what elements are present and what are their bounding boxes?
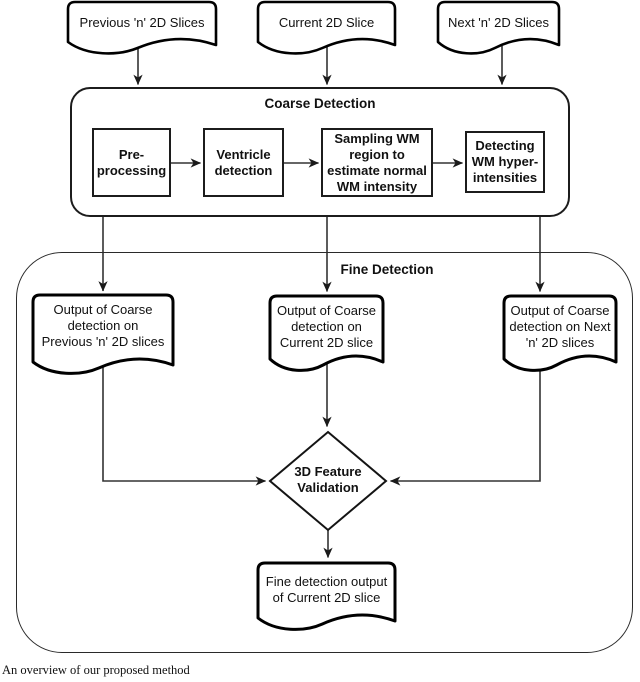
input-doc-next-label: Next 'n' 2D Slices xyxy=(447,14,550,30)
document-shape-input-current xyxy=(256,0,397,55)
output-doc-next-label: Output of Coarse detection on Next 'n' 2… xyxy=(509,303,611,350)
document-shape-final-result xyxy=(256,561,397,631)
fine-detection-title: Fine Detection xyxy=(340,262,434,277)
connectors xyxy=(98,46,545,559)
input-doc-current-label: Current 2D Slice xyxy=(278,14,375,30)
document-shape-input-next xyxy=(436,0,561,55)
validation-diamond-label: 3D Feature Validation xyxy=(294,464,362,495)
document-shape-output-next xyxy=(502,294,618,372)
step-ventricle-detection: Ventricle detection xyxy=(203,128,284,197)
document-shape-input-previous xyxy=(66,0,218,55)
output-doc-previous-label: Output of Coarse detection on Previous '… xyxy=(41,302,165,349)
figure-caption: An overview of our proposed method xyxy=(2,663,190,677)
step-preprocessing: Pre- processing xyxy=(92,128,171,197)
input-doc-previous-label: Previous 'n' 2D Slices xyxy=(79,14,205,30)
fine-detection-container xyxy=(16,252,633,653)
connector-output-next-to-validation xyxy=(389,368,541,486)
step-wm-sampling: Sampling WM region to estimate normal WM… xyxy=(321,128,433,197)
final-result-doc-label: Fine detection output of Current 2D slic… xyxy=(265,574,388,605)
diamond-shape-3d-feature-validation xyxy=(268,430,388,532)
connector-output-previous-to-validation xyxy=(102,367,267,486)
coarse-detection-title: Coarse Detection xyxy=(264,96,376,111)
output-doc-current-label: Output of Coarse detection on Current 2D… xyxy=(277,303,376,350)
document-shape-output-current xyxy=(268,294,385,372)
coarse-detection-container xyxy=(70,87,570,217)
step-wm-hyperintensity-detection: Detecting WM hyper- intensities xyxy=(465,131,545,193)
